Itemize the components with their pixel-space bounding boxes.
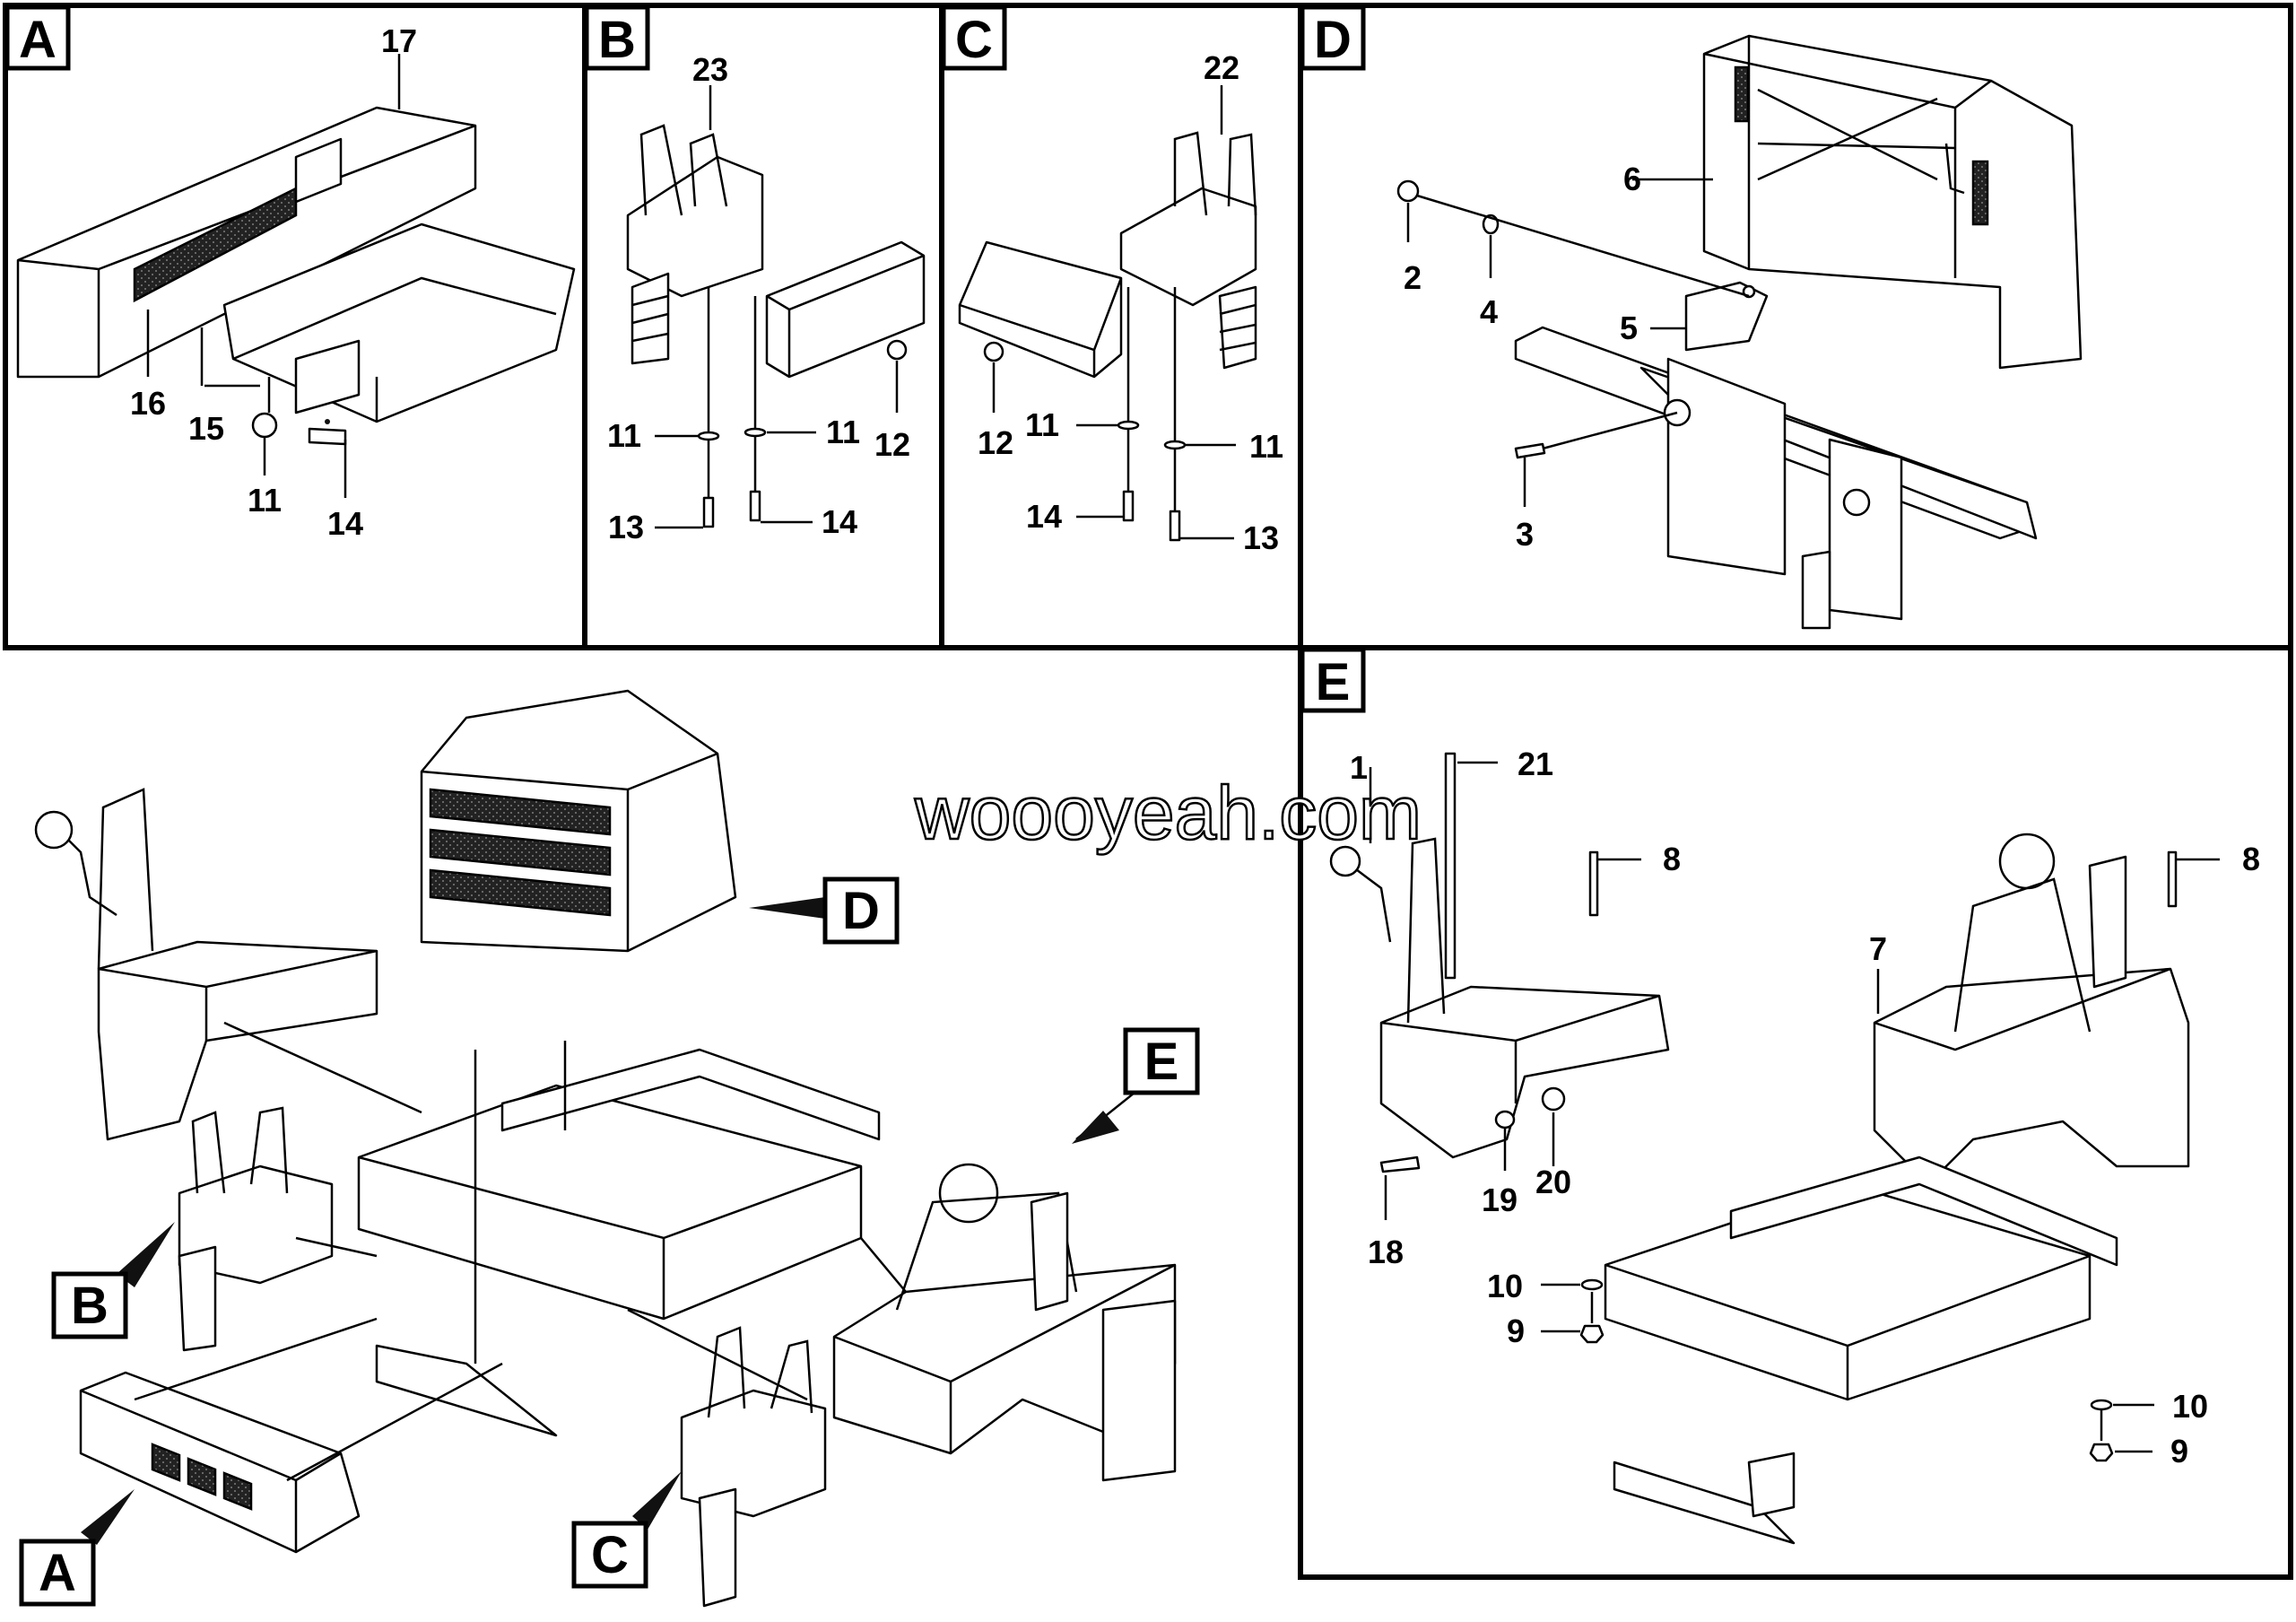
callout-12-b: 12 xyxy=(874,426,910,463)
panel-d-drawing xyxy=(1396,34,2083,630)
callout-5: 5 xyxy=(1620,310,1638,346)
e-left-platform xyxy=(1379,985,1670,1159)
left-operator-platform xyxy=(97,940,378,1141)
callout-22: 22 xyxy=(1204,49,1239,86)
pointer-c: C xyxy=(571,1471,682,1589)
left-step-bracket xyxy=(765,240,926,379)
callout-9-right: 9 xyxy=(2170,1433,2188,1469)
right-step-assembly xyxy=(1119,187,1257,307)
panel-a-drawing xyxy=(16,54,576,498)
panel-c-letter: C xyxy=(955,11,993,69)
callout-13-c: 13 xyxy=(1243,519,1279,556)
pointer-c-letter: C xyxy=(591,1526,629,1584)
callout-11-b-right: 11 xyxy=(826,414,860,450)
rear-hood-part xyxy=(1702,34,2083,370)
panel-c-letter-box: C xyxy=(941,4,1007,71)
callout-12-c: 12 xyxy=(978,424,1013,461)
callout-1: 1 xyxy=(1350,749,1368,786)
callout-15: 15 xyxy=(188,410,224,447)
right-step-bracket xyxy=(958,240,1123,379)
callout-11-c-right: 11 xyxy=(1249,428,1283,465)
panel-e-drawing xyxy=(1329,752,2220,1545)
callout-20: 20 xyxy=(1535,1164,1571,1200)
overview-step-c xyxy=(680,1389,827,1518)
pointer-a-letter: A xyxy=(39,1544,76,1602)
panel-d-letter-box: D xyxy=(1300,4,1366,71)
pointer-e-letter: E xyxy=(1144,1033,1179,1091)
panel-e-letter-box: E xyxy=(1300,647,1366,713)
left-step-assembly xyxy=(626,155,764,298)
panel-e-frame xyxy=(1298,645,2293,1580)
callout-7: 7 xyxy=(1869,930,1887,967)
overview-drawing xyxy=(34,689,1177,1608)
callout-23: 23 xyxy=(692,51,728,88)
callout-21: 21 xyxy=(1518,746,1553,782)
overview-center-frame xyxy=(357,1084,863,1321)
panel-b-letter: B xyxy=(598,11,636,69)
callout-8-right: 8 xyxy=(2242,841,2260,877)
callout-11-b-left: 11 xyxy=(607,417,641,454)
callout-17: 17 xyxy=(381,22,417,59)
e-right-platform xyxy=(1873,967,2190,1186)
pointer-b-letter: B xyxy=(71,1277,109,1335)
callout-9-left: 9 xyxy=(1507,1312,1525,1349)
callout-18: 18 xyxy=(1368,1234,1404,1270)
callout-3: 3 xyxy=(1516,516,1534,553)
pointer-d-letter: D xyxy=(842,882,880,940)
pointer-a: A xyxy=(19,1489,135,1607)
callout-14-c: 14 xyxy=(1026,498,1062,535)
callout-4: 4 xyxy=(1480,293,1498,330)
panel-d-letter: D xyxy=(1314,11,1352,69)
panel-b-drawing xyxy=(626,85,926,529)
callout-8-left: 8 xyxy=(1663,841,1681,877)
callout-6: 6 xyxy=(1623,161,1641,197)
callout-11-a: 11 xyxy=(248,482,282,519)
callout-14-b: 14 xyxy=(822,503,857,540)
panel-c-drawing xyxy=(958,85,1257,542)
mount-bracket-5 xyxy=(1684,281,1769,352)
pointer-e: E xyxy=(1072,1027,1200,1144)
top-panels-frame xyxy=(3,3,2293,650)
callout-19: 19 xyxy=(1482,1182,1518,1218)
panel-a-letter-box: A xyxy=(4,4,71,71)
callout-10-left: 10 xyxy=(1487,1268,1523,1304)
callout-10-right: 10 xyxy=(2172,1388,2208,1425)
watermark-text: woooyeah.com xyxy=(914,771,1422,855)
callout-13-b: 13 xyxy=(608,509,644,545)
panel-b-letter-box: B xyxy=(584,4,650,71)
panel-e-letter: E xyxy=(1316,653,1351,711)
callout-14-a: 14 xyxy=(327,505,363,542)
pointer-d: D xyxy=(749,876,900,945)
panel-a-letter: A xyxy=(19,11,57,69)
overview-bumper-a xyxy=(79,1371,361,1554)
pointer-b: B xyxy=(51,1222,175,1339)
callout-2: 2 xyxy=(1404,259,1422,296)
callout-16: 16 xyxy=(130,385,166,422)
callout-11-c-left: 11 xyxy=(1025,406,1059,443)
